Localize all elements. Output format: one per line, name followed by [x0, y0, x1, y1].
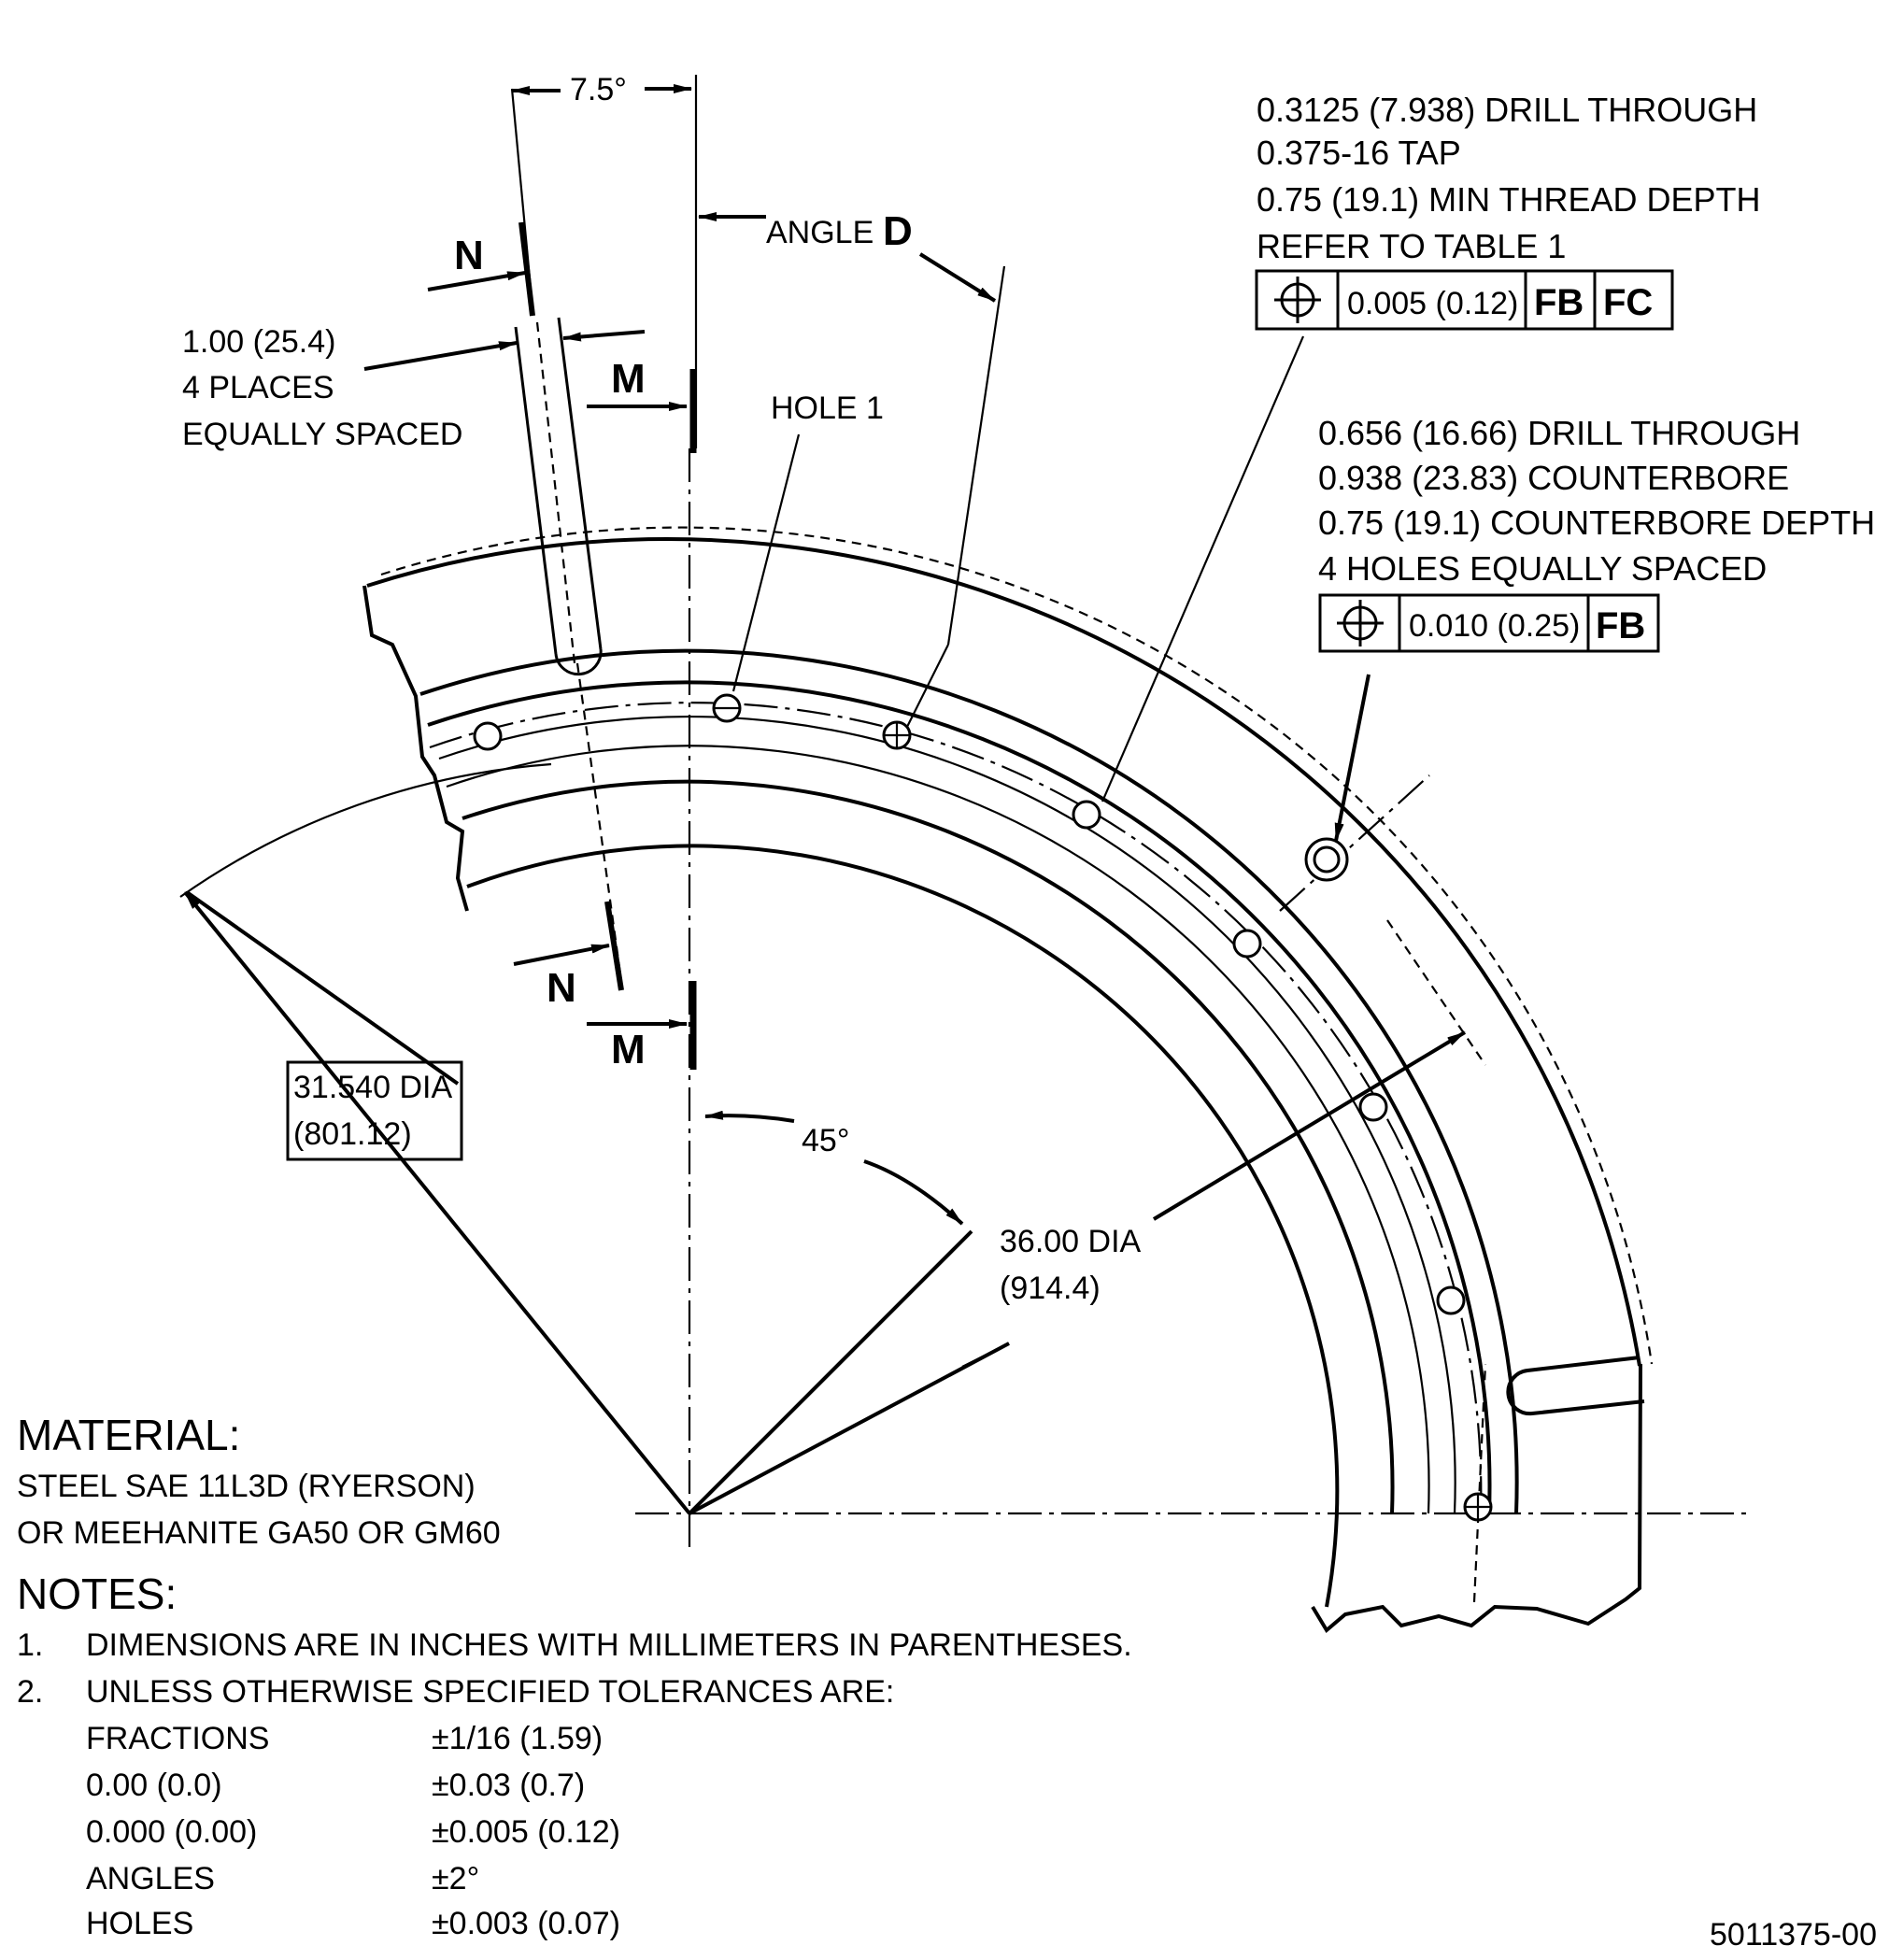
- tolerance-label: FRACTIONS: [86, 1721, 269, 1756]
- note-2-number: 2.: [17, 1674, 43, 1710]
- tapped-hole-datum-fb: FB: [1534, 282, 1584, 323]
- counterbore-line-4: 4 HOLES EQUALLY SPACED: [1318, 549, 1767, 588]
- tolerance-value: ±0.03 (0.7): [432, 1768, 585, 1803]
- tolerance-label: HOLES: [86, 1906, 193, 1941]
- angle-d-letter: D: [883, 208, 913, 254]
- tapped-hole-fcf: 0.005 (0.12) FB FC: [1255, 269, 1674, 331]
- slot-top: [514, 317, 623, 982]
- hole: [1358, 1092, 1388, 1122]
- slot-width-dim: 1.00 (25.4): [182, 324, 335, 360]
- ring-outer-chamfer: [380, 526, 1654, 1365]
- ring-step-3: [438, 716, 1456, 1514]
- inner-dia-dimension: 31.540 DIA (801.12): [286, 1060, 463, 1161]
- tapped-hole-line-1: 0.3125 (7.938) DRILL THROUGH: [1257, 91, 1757, 129]
- ring-body: [362, 526, 1654, 1634]
- counterbore-line-1: 0.656 (16.66) DRILL THROUGH: [1318, 414, 1800, 452]
- inner-dia-value: 31.540 DIA: [293, 1070, 452, 1105]
- tapped-hole-line-2: 0.375-16 TAP: [1257, 134, 1461, 172]
- note-1-text: DIMENSIONS ARE IN INCHES WITH MILLIMETER…: [86, 1627, 1132, 1663]
- tapped-hole-line-4: REFER TO TABLE 1: [1257, 227, 1566, 265]
- note-2-text: UNLESS OTHERWISE SPECIFIED TOLERANCES AR…: [86, 1674, 894, 1710]
- bolt-dia-metric: (914.4): [1000, 1271, 1101, 1306]
- bolt-dia-value: 36.00 DIA: [1000, 1224, 1142, 1259]
- position-icon: [1337, 600, 1384, 646]
- material-line-2: OR MEEHANITE GA50 OR GM60: [17, 1515, 501, 1551]
- ring-outer-edge: [366, 537, 1641, 1367]
- section-m-bottom: M: [611, 1027, 646, 1072]
- notes-heading: NOTES:: [17, 1569, 177, 1618]
- note-1-number: 1.: [17, 1627, 43, 1663]
- tapped-hole-datum-fc: FC: [1603, 282, 1653, 323]
- tolerance-label: ANGLES: [86, 1861, 215, 1896]
- tolerance-label: 0.00 (0.0): [86, 1768, 222, 1803]
- tapped-hole-tolerance: 0.005 (0.12): [1347, 286, 1518, 321]
- tolerance-label: 0.000 (0.00): [86, 1814, 257, 1850]
- slot-hidden-line: [1472, 1363, 1487, 1603]
- ring-step-1: [419, 648, 1519, 1514]
- bolt-circle-centerline: [429, 702, 1483, 1514]
- hole: [1232, 929, 1262, 959]
- angle-d-label: ANGLE: [766, 215, 873, 250]
- ring-step-4: [446, 745, 1430, 1514]
- counterbore-line-2: 0.938 (23.83) COUNTERBORE: [1318, 459, 1789, 497]
- drawing-number: 5011375-00: [1710, 1917, 1877, 1953]
- tolerance-value: ±2°: [432, 1861, 479, 1896]
- ring-break-bottom: [1311, 1363, 1642, 1634]
- slot-spacing: EQUALLY SPACED: [182, 417, 462, 452]
- ring-step-2: [427, 680, 1492, 1514]
- tolerance-value: ±0.005 (0.12): [432, 1814, 620, 1850]
- dimension-lines: [179, 75, 1467, 1515]
- angle-7-5-label: 7.5°: [570, 72, 627, 107]
- slot-places: 4 PLACES: [182, 370, 334, 405]
- inner-dia-metric: (801.12): [293, 1116, 412, 1152]
- material-line-1: STEEL SAE 11L3D (RYERSON): [17, 1469, 476, 1504]
- position-icon: [1274, 277, 1321, 323]
- tapped-hole-line-3: 0.75 (19.1) MIN THREAD DEPTH: [1257, 180, 1760, 219]
- section-m-top: M: [611, 356, 646, 402]
- hole: [473, 721, 503, 751]
- ring-step-5: [462, 779, 1395, 1514]
- angle-45-label: 45°: [802, 1123, 849, 1158]
- ring-break-left: [362, 585, 469, 912]
- section-n-bottom: N: [547, 965, 576, 1011]
- counterbore-datum-fb: FB: [1596, 605, 1645, 646]
- slot-bottom-right: [1506, 1356, 1645, 1416]
- holes: [473, 693, 1493, 1522]
- section-n-top: N: [454, 233, 484, 278]
- section-markers: [427, 221, 697, 1070]
- counterbore-fcf: 0.010 (0.25) FB: [1318, 593, 1660, 653]
- tolerance-value: ±0.003 (0.07): [432, 1906, 620, 1941]
- counterbore-line-3: 0.75 (19.1) COUNTERBORE DEPTH: [1318, 504, 1875, 542]
- hole: [1072, 800, 1101, 830]
- tolerance-value: ±1/16 (1.59): [432, 1721, 603, 1756]
- center-lines: [635, 448, 1747, 1551]
- ring-inner-edge: [466, 844, 1340, 1608]
- counterbore-hole-inner: [1313, 845, 1341, 873]
- hole-1-label: HOLE 1: [771, 391, 884, 426]
- counterbore-tolerance: 0.010 (0.25): [1409, 608, 1580, 644]
- hole: [1436, 1285, 1466, 1315]
- material-heading: MATERIAL:: [17, 1411, 240, 1459]
